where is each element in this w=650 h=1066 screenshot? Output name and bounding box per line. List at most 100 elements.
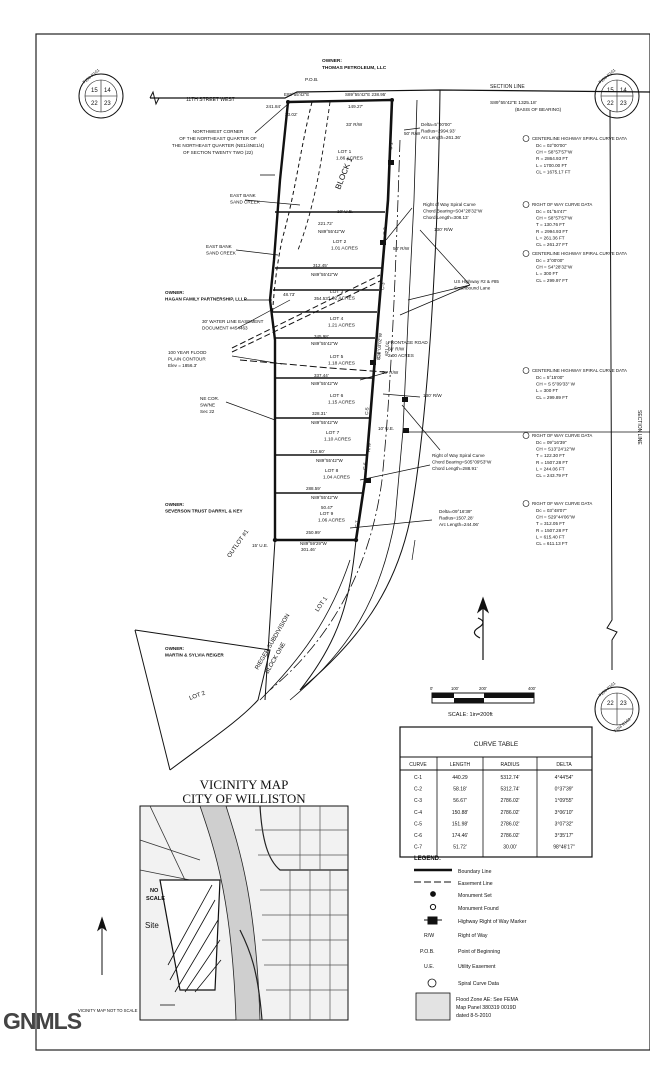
row-label: 130' R/W: [434, 227, 453, 232]
dimension-label: N89°55'42"W: [316, 458, 344, 463]
curve-note: Chord Length=288.91': [432, 466, 478, 471]
flood-label: PLAIN CONTOUR: [168, 357, 206, 362]
curve-data-line: CL = 1675.17 FT: [536, 169, 571, 174]
curve-data-line: L = 615.40 FT: [536, 534, 565, 539]
scale-tick: 100': [451, 686, 459, 691]
svg-text:GNMLS: GNMLS: [3, 1008, 82, 1034]
owner-label: THOMAS PETROLEUM, LLC: [322, 65, 387, 71]
curve-note: Arc Length=261.36': [421, 135, 461, 140]
gnmls-watermark-logo: GNMLS: [3, 1008, 83, 1034]
curve-note: Chord Bearing=S05°09'53"W: [432, 460, 492, 465]
bearing-label: (BASIS OF BEARING): [515, 107, 562, 112]
legend-symbols: [414, 868, 452, 1021]
curve-data-line: CH = S8°57'57"W: [536, 216, 573, 221]
section-line-label: SECTION LINE: [490, 84, 525, 90]
frontage-label: 50' R/W: [388, 347, 405, 352]
curve-data-marker-icon: [522, 135, 530, 142]
no-scale-label: SCALE: [146, 896, 165, 902]
lot-label: LOT 2: [333, 239, 347, 245]
highway-label: US Highway #2 & #85: [454, 279, 499, 284]
lot-acres: 1.21 ACRES: [328, 323, 355, 329]
curve-data-line: T = 122.30 FT: [536, 453, 565, 458]
curve-note: Delta=09°16'39": [439, 509, 472, 514]
sheet-border: [35, 33, 650, 1051]
legend-abbr: R/W: [424, 933, 434, 939]
corner-note: THE NORTHEAST QUARTER (NE1/4NE1/4): [172, 143, 265, 148]
lot-label: LOT 6: [330, 393, 344, 399]
legend-item: Right of Way: [458, 933, 488, 939]
curve-data-line: Dc = 01°54'47": [536, 209, 567, 214]
plat-linework: [134, 89, 650, 771]
scale-tick: 400': [528, 686, 536, 691]
curve-label: C-3: [380, 282, 386, 290]
section-number: 22: [607, 701, 614, 707]
row-label: 50' R/W: [404, 131, 421, 136]
curve-note: Delta=5°00'00": [421, 122, 452, 127]
owner-label: OWNER:: [165, 502, 185, 507]
lot-acres: 1.15 ACRES: [328, 400, 355, 406]
curve-table-cell: 440.29: [452, 775, 468, 781]
dimension-label: N89°55'42"W: [311, 381, 339, 386]
lot-acres: 1.10 ACRES: [324, 437, 351, 443]
curve-table-title: CURVE TABLE: [474, 741, 519, 748]
leader-lines: [225, 103, 471, 561]
bearing-label: S89°55'42"E 1325.18': [490, 100, 537, 106]
section-number: 15: [91, 88, 98, 94]
curve-table-cell: 3°35'17": [555, 833, 574, 839]
curve-data-marker-icon: [522, 250, 530, 257]
curve-table-header: DELTA: [556, 762, 572, 768]
section-number: 15: [607, 88, 614, 94]
curve-table-cell: 151.98': [452, 821, 468, 827]
owner-label: OWNER:: [322, 58, 342, 64]
curve-table-cell: 5312.74': [500, 775, 519, 781]
lot-acres: 1.86 ACRES: [336, 156, 363, 162]
curve-table-cell: C-4: [414, 810, 422, 816]
curve-data-line: L = 300 FT: [536, 271, 558, 276]
curve-note: Arc Length=244.06': [439, 522, 479, 527]
curve-table-cell: 56.67': [453, 798, 467, 804]
curve-table-cell: 98°46'17": [553, 845, 575, 851]
dimension-label: N89°55'42"W: [318, 229, 346, 234]
section-line-label: SECTION LINE: [636, 410, 642, 445]
curve-data-heading: CENTERLINE HIGHWAY SPIRAL CURVE DATA: [532, 251, 627, 256]
section-corner-nw: [594, 73, 640, 119]
frontage-label: FRONTAGE ROAD: [388, 340, 428, 345]
curve-data-line: CL = 299.89 FT: [536, 395, 568, 400]
scale-tick: 200': [479, 686, 487, 691]
flood-label: 100 YEAR FLOOD: [168, 350, 207, 355]
curve-data-line: L = 261.36 FT: [536, 235, 565, 240]
vicinity-map: [139, 805, 349, 1021]
frontage-label: 2.00 ACRES: [388, 353, 414, 358]
easement-label: 30' WATER LINE EASEMENT: [202, 319, 264, 324]
section-number: 14: [104, 88, 111, 94]
dimension-label: 221.72': [318, 221, 333, 226]
legend-abbr: P.O.B.: [420, 949, 435, 955]
dimension-label: N89°55'42"W: [311, 272, 339, 277]
lot-acres: 1.02 ACRES: [328, 296, 355, 302]
section-number: 23: [104, 101, 111, 107]
dimension-label: 328.31': [312, 411, 327, 416]
curve-data-line: L = 244.06 FT: [536, 466, 565, 471]
row-label: 15' U.E.: [252, 543, 268, 548]
curve-table-header: LENGTH: [450, 762, 471, 768]
legend-abbr: U.E.: [424, 964, 434, 970]
curve-data-heading: RIGHT OF WAY CURVE DATA: [532, 433, 592, 438]
legend-item: Monument Found: [458, 906, 499, 912]
dimension-label: 354.53': [314, 296, 329, 301]
curve-data-heading: CENTERLINE HIGHWAY SPIRAL CURVE DATA: [532, 368, 627, 373]
section-number: 23: [620, 701, 627, 707]
lot-label: LOT 1: [315, 596, 330, 614]
dimension-label: S89°55'42"E 238.95': [345, 92, 386, 97]
lot-label: LOT 9: [320, 511, 334, 517]
curve-table-cell: C-1: [414, 775, 422, 781]
row-label: 33' R/W: [346, 122, 363, 127]
curve-table-cell: 150.88': [452, 810, 468, 816]
outlot-label: OUTLOT #1: [227, 528, 251, 559]
legend-item: Monument Set: [458, 893, 492, 899]
curve-data-line: Dc = 09°16'39": [536, 440, 567, 445]
curve-data-heading: RIGHT OF WAY CURVE DATA: [532, 202, 592, 207]
creek-label: SAND CREEK: [206, 251, 237, 256]
curve-data-line: R = 2864.93 FT: [536, 156, 568, 161]
dimension-label: 288.59': [306, 486, 321, 491]
curve-table-cell: 5312.74': [500, 787, 519, 793]
